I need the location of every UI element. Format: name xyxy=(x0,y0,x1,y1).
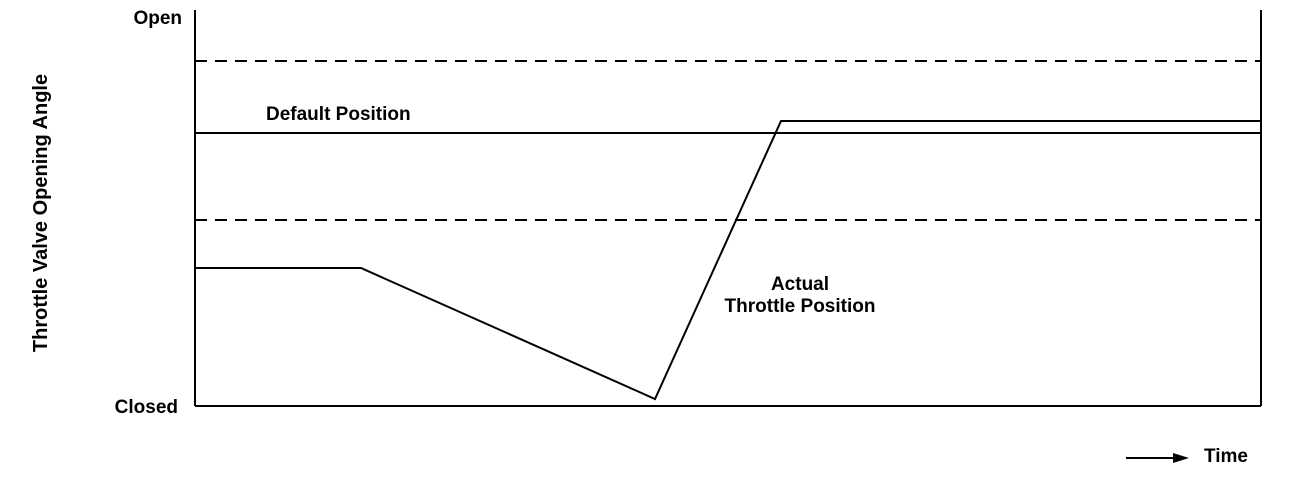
actual-throttle-label-line1: Actual xyxy=(771,274,829,295)
time-arrow-icon xyxy=(1126,453,1189,463)
actual-throttle-position-line xyxy=(195,120,1261,401)
y-axis-title: Throttle Valve Opening Angle xyxy=(30,74,52,352)
default-position-label: Default Position xyxy=(266,104,411,125)
time-label: Time xyxy=(1204,446,1248,467)
closed-label: Closed xyxy=(115,397,178,418)
actual-throttle-label-line2: Throttle Position xyxy=(725,296,876,317)
open-label: Open xyxy=(133,8,182,29)
